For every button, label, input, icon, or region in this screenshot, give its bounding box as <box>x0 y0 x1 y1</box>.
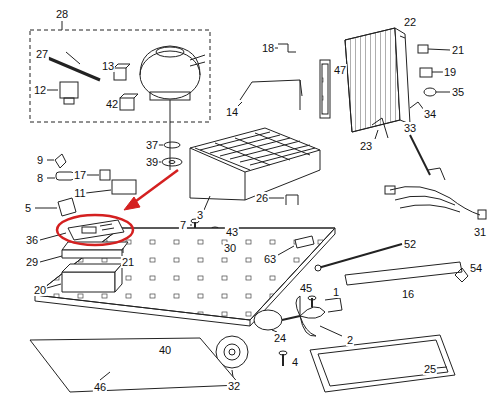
callout-number: 21 <box>121 256 135 268</box>
callout-number: 13 <box>101 60 115 72</box>
callout-number: 19 <box>443 66 457 78</box>
callout-number: 27 <box>35 48 49 60</box>
callout-number: 18 <box>261 42 275 54</box>
callout-number: 34 <box>423 108 437 120</box>
callout-number: 23 <box>359 140 373 152</box>
callout-number: 9 <box>36 154 44 166</box>
callout-number: 52 <box>403 238 417 250</box>
callout-number: 45 <box>299 282 313 294</box>
callout-number: 4 <box>291 356 299 368</box>
callout-number: 28 <box>55 8 69 20</box>
callout-number: 11 <box>73 187 86 199</box>
callout-number: 8 <box>36 172 44 184</box>
callout-number: 1 <box>332 286 340 298</box>
callout-number: 54 <box>469 262 483 274</box>
callout-number: 33 <box>403 122 417 134</box>
callout-number: 21 <box>451 44 465 56</box>
callout-number: 20 <box>33 284 47 296</box>
callout-number: 42 <box>105 98 119 110</box>
callout-number: 46 <box>93 381 107 393</box>
callout-number: 24 <box>273 332 287 344</box>
callout-number: 2 <box>346 334 354 346</box>
callout-number: 36 <box>25 234 39 246</box>
callout-number: 39 <box>145 156 159 168</box>
callout-number: 40 <box>158 344 172 356</box>
callout-number: 12 <box>33 84 47 96</box>
callout-number: 32 <box>227 380 241 392</box>
callout-number: 14 <box>225 106 239 118</box>
callout-number: 35 <box>451 86 465 98</box>
callout-number: 5 <box>24 202 32 214</box>
callout-number: 43 <box>225 226 239 238</box>
callout-number: 30 <box>223 242 237 254</box>
callout-number: 31 <box>473 226 487 238</box>
callout-number: 47 <box>333 64 347 76</box>
callout-number: 26 <box>255 192 269 204</box>
callout-number: 29 <box>25 256 39 268</box>
callout-number: 25 <box>423 363 437 375</box>
callout-number: 37 <box>145 139 159 151</box>
callout-number: 7 <box>179 219 187 231</box>
callout-number: 3 <box>196 209 204 221</box>
callout-number: 22 <box>403 16 417 28</box>
callout-number: 16 <box>401 288 415 300</box>
callout-number: 63 <box>263 253 277 265</box>
callout-number: 17 <box>73 169 87 181</box>
